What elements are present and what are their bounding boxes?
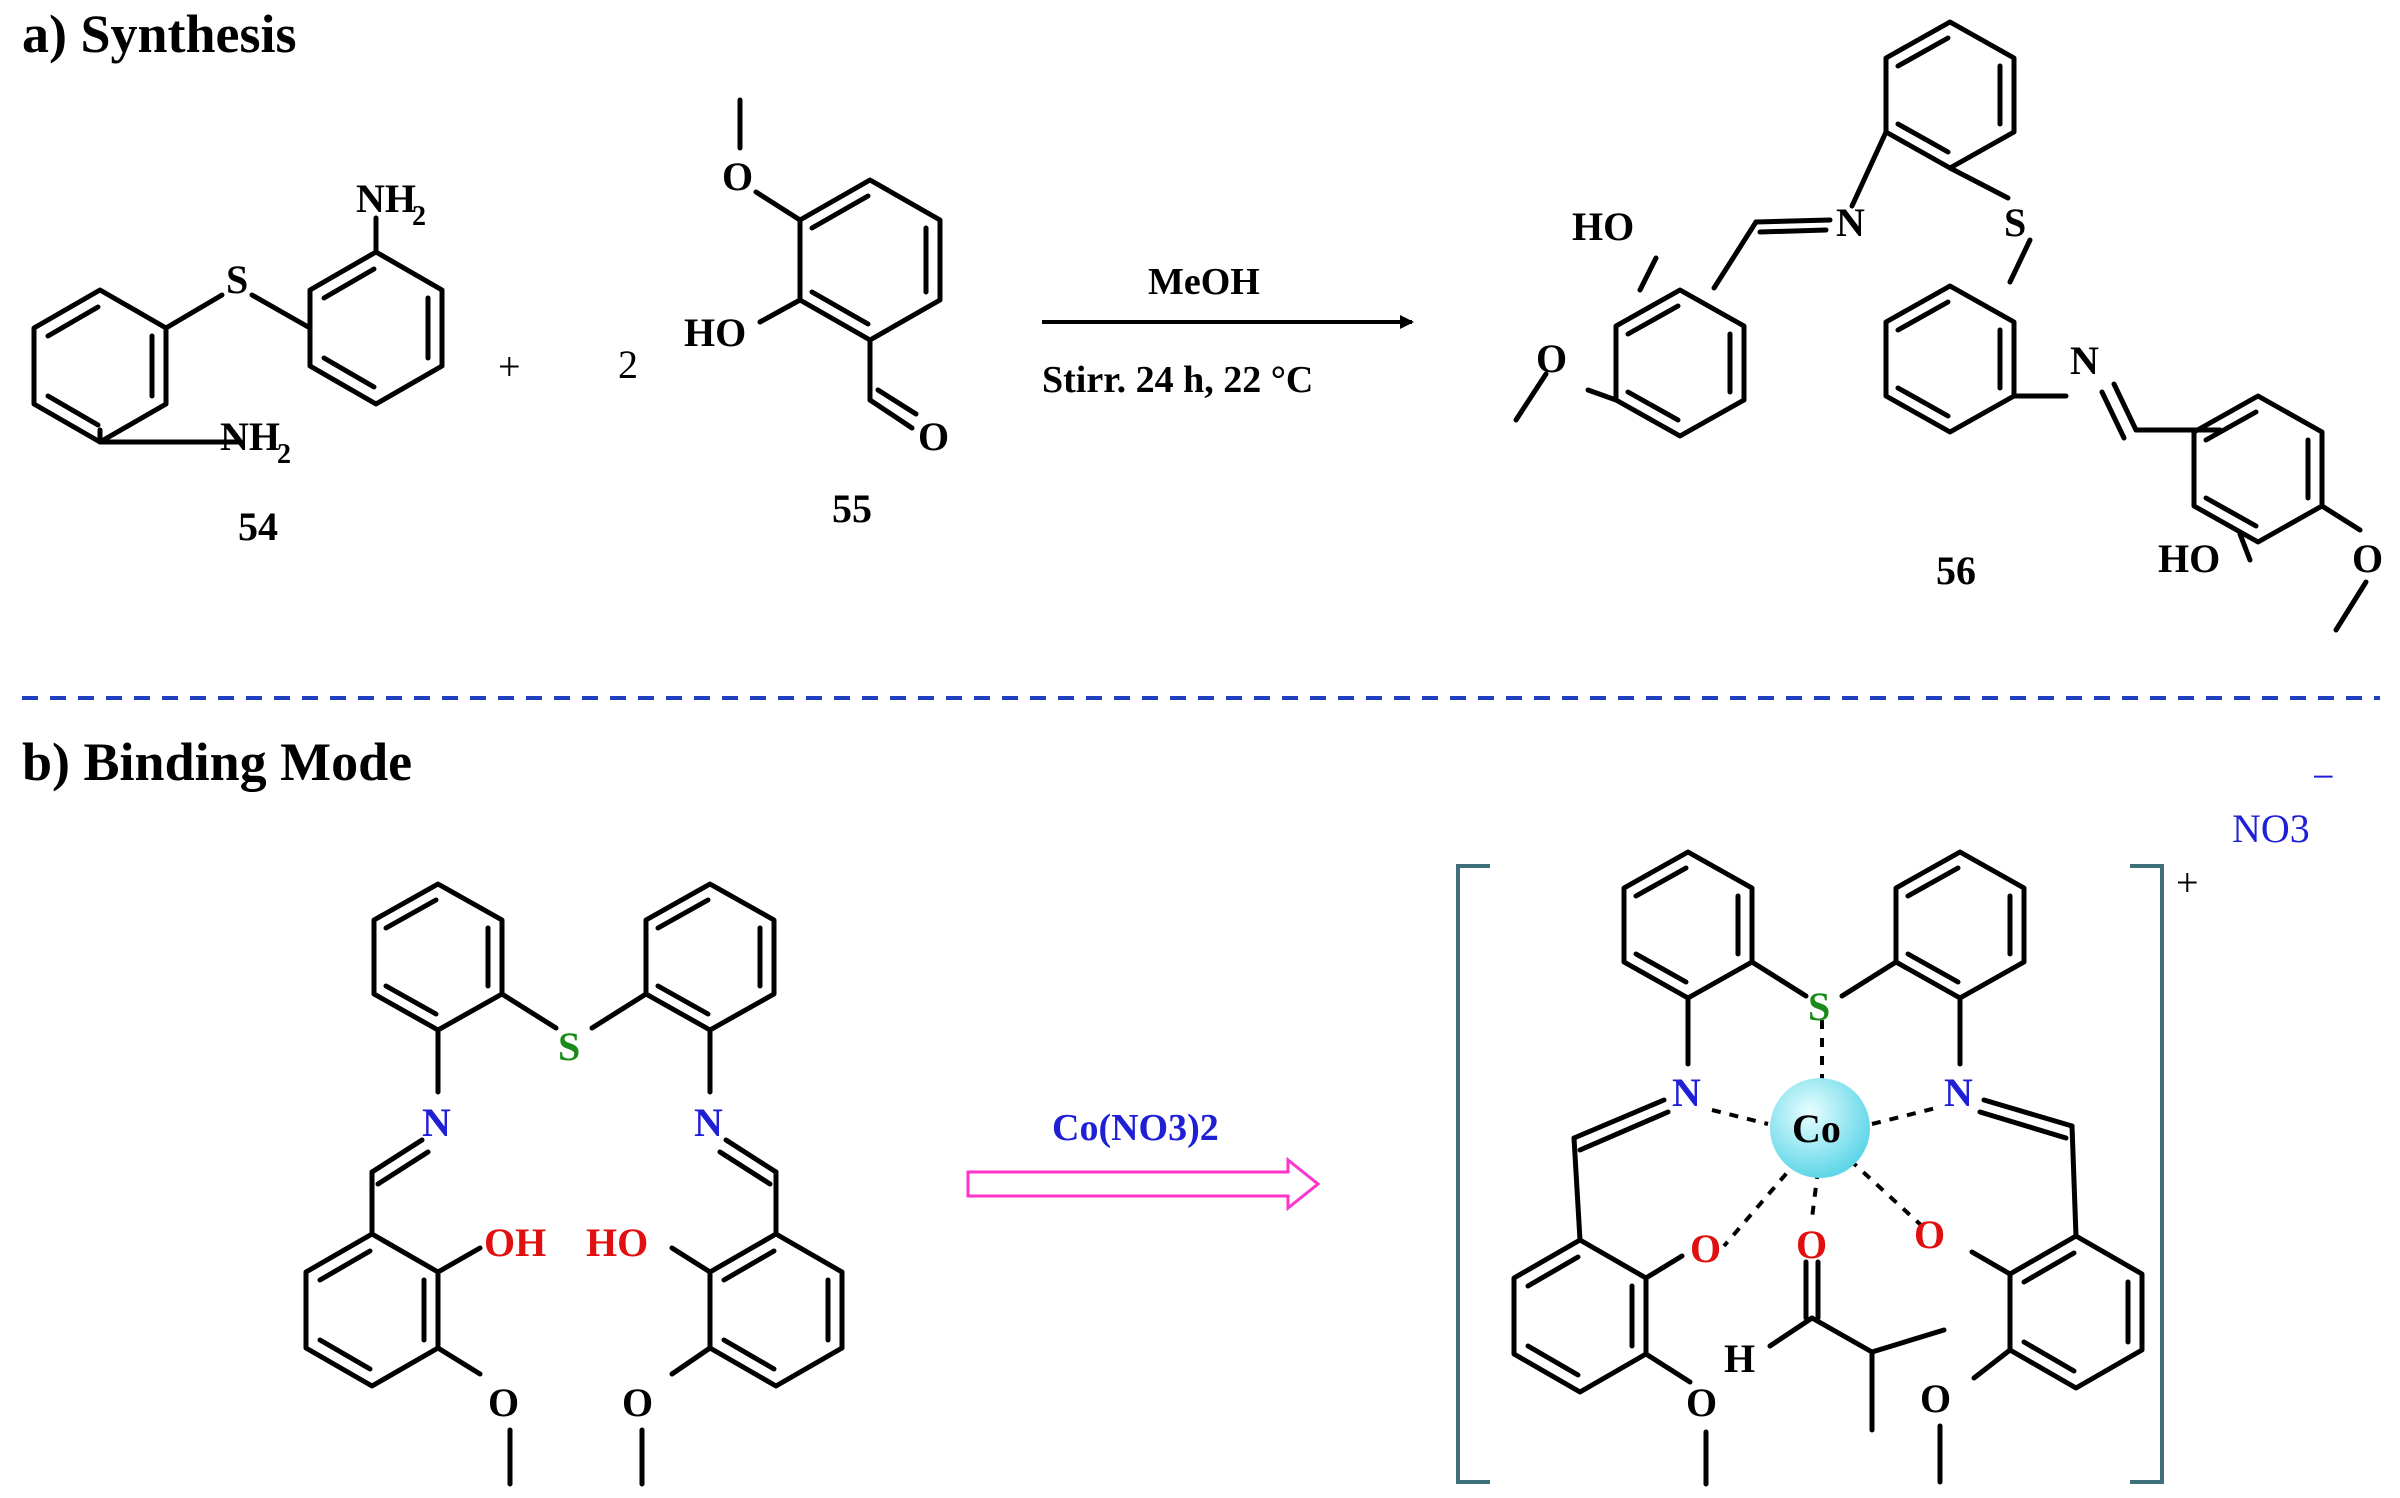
atom-o: O bbox=[622, 1380, 653, 1425]
atom-o: O bbox=[1796, 1222, 1827, 1267]
atom-n: N bbox=[422, 1100, 451, 1145]
cobalt-center bbox=[1770, 1078, 1870, 1178]
atom-ho: HO bbox=[684, 310, 746, 355]
cobalt-complex: + NO3 − bbox=[1456, 754, 2335, 1487]
plus-sign: + bbox=[498, 344, 521, 389]
atom-nh2: NH bbox=[220, 414, 280, 459]
atom-o: O bbox=[2352, 536, 2383, 581]
atom-o: O bbox=[1686, 1380, 1717, 1425]
bracket-right bbox=[2130, 864, 2164, 1484]
coefficient: 2 bbox=[618, 342, 638, 387]
subscript-2: 2 bbox=[277, 439, 291, 470]
atom-ho: HO bbox=[586, 1220, 648, 1265]
atom-s: S bbox=[2004, 200, 2026, 245]
compound-number-55: 55 bbox=[832, 486, 872, 531]
arrow-condition-time-temp: Stirr. 24 h, 22 °C bbox=[1042, 359, 1313, 401]
counterion: NO3 bbox=[2232, 806, 2310, 851]
atom-o: O bbox=[918, 414, 949, 459]
atom-ho: HO bbox=[2158, 536, 2220, 581]
subscript-2: 2 bbox=[412, 201, 426, 232]
atom-o: O bbox=[1920, 1376, 1951, 1421]
atom-o: O bbox=[1690, 1226, 1721, 1271]
atom-o: O bbox=[488, 1380, 519, 1425]
atom-nh2: NH bbox=[356, 176, 416, 221]
atom-o: O bbox=[722, 154, 753, 199]
atom-n: N bbox=[1944, 1070, 1973, 1115]
compound-number-54: 54 bbox=[238, 504, 278, 549]
atom-o: O bbox=[1536, 336, 1567, 381]
compound-number-56: 56 bbox=[1936, 548, 1976, 593]
atom-n: N bbox=[1836, 200, 1865, 245]
complexation-arrow: Co(NO3)2 bbox=[966, 1107, 1321, 1212]
reaction-arrow: MeOH Stirr. 24 h, 22 °C bbox=[1042, 261, 1414, 401]
bracket-left bbox=[1456, 864, 1490, 1484]
atom-ho: HO bbox=[1572, 204, 1634, 249]
synthesis-title: a) Synthesis bbox=[22, 4, 297, 64]
compound-56: HO O N S N HO O 56 bbox=[1513, 19, 2383, 633]
atom-co: Co bbox=[1792, 1106, 1841, 1151]
atom-n: N bbox=[2070, 338, 2099, 383]
reagent-label: Co(NO3)2 bbox=[1052, 1107, 1219, 1149]
free-ligand: S N N OH HO O O bbox=[303, 881, 845, 1487]
counterion-charge: − bbox=[2312, 754, 2335, 799]
arrow-condition-solvent: MeOH bbox=[1148, 261, 1260, 303]
compound-55: O HO O 55 bbox=[684, 97, 949, 531]
binding-mode-title: b) Binding Mode bbox=[22, 732, 412, 792]
atom-s: S bbox=[1808, 984, 1830, 1029]
atom-s: S bbox=[226, 257, 248, 302]
compound-54: S NH 2 NH 2 54 bbox=[31, 176, 445, 549]
atom-oh: OH bbox=[484, 1220, 546, 1265]
coordination-bonds bbox=[1711, 1020, 1937, 1248]
atom-n: N bbox=[694, 1100, 723, 1145]
atom-o: O bbox=[1914, 1212, 1945, 1257]
charge-plus: + bbox=[2176, 860, 2199, 905]
atom-n: N bbox=[1672, 1070, 1701, 1115]
atom-s: S bbox=[558, 1024, 580, 1069]
atom-h: H bbox=[1724, 1336, 1755, 1381]
